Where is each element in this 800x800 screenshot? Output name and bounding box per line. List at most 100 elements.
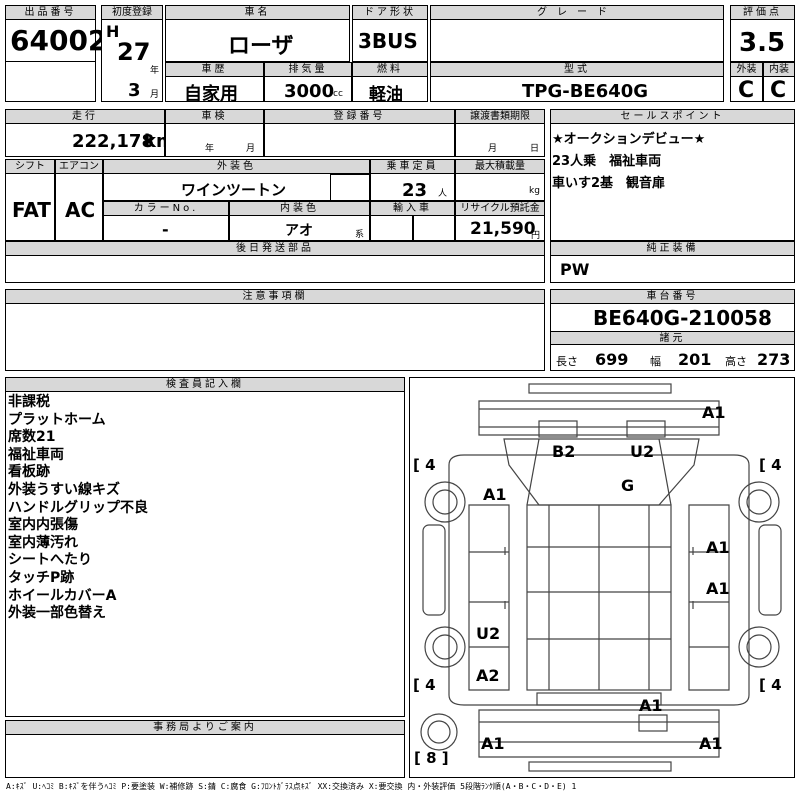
tire-mark-rear-left: [ 4 xyxy=(413,676,436,694)
inspector-note: 室内内張傷 xyxy=(8,517,78,534)
era: H xyxy=(106,22,120,41)
vehicle-diagram: [ 4 [ 4 [ 4 [ 4 [ 8 ] A1 B2 U2 G A1 A1 A… xyxy=(413,383,782,772)
first-reg-cell xyxy=(101,5,163,102)
damage-mark: U2 xyxy=(630,442,654,461)
vehicle-diagram-frame xyxy=(409,377,795,778)
damage-mark: A2 xyxy=(476,666,500,685)
first-reg-header: 初度登録 xyxy=(101,5,163,20)
damage-mark: A1 xyxy=(481,734,505,753)
score: 3.5 xyxy=(739,28,786,58)
damage-mark: A1 xyxy=(699,734,723,753)
mileage: 222,178 xyxy=(72,131,154,152)
import-sub-box xyxy=(412,216,414,241)
inspector-note: 席数21 xyxy=(8,429,56,446)
length: 699 xyxy=(595,350,629,369)
width: 201 xyxy=(678,350,712,369)
inspector-note: 看板跡 xyxy=(8,464,50,481)
inspector-note: 室内薄汚れ xyxy=(8,534,78,551)
damage-mark: B2 xyxy=(552,442,575,461)
lot-lower-box xyxy=(5,61,96,102)
inspector-note: タッチP跡 xyxy=(8,569,75,586)
max-load-header: 最大積載量 xyxy=(455,159,545,174)
score-header: 評価点 xyxy=(730,5,795,20)
inspection-month-unit: 月 xyxy=(246,144,256,154)
inspector-cell xyxy=(5,377,405,717)
damage-legend: A:ｷｽﾞ U:ﾍｺﾐ B:ｷｽﾞを伴うﾍｺﾐ P:要塗装 W:補修跡 S:錆 … xyxy=(6,782,577,791)
int-color: アオ xyxy=(285,223,313,239)
car-name-header: 車名 xyxy=(165,5,350,20)
chassis-header: 車台番号 xyxy=(550,289,795,304)
interior-header: 内装 xyxy=(763,62,795,77)
cc-unit: cc xyxy=(333,89,343,99)
inspector-note: 外装一部色替え xyxy=(8,605,106,622)
damage-mark: A1 xyxy=(706,579,730,598)
kg-unit: kg xyxy=(529,186,540,196)
lot-number: 64002 xyxy=(10,24,108,57)
exterior-grade: C xyxy=(738,78,755,103)
ext-color-sub-box xyxy=(330,174,370,201)
inspector-notes: 非課税 プラットホーム 席数21 福祉車両 看板跡 外装うすい線キズ ハンドルグ… xyxy=(8,394,148,623)
yen-unit: 円 xyxy=(531,231,541,241)
shift-header: シフト xyxy=(5,159,55,174)
ext-color: ワインツートン xyxy=(181,181,287,199)
reg-no-header: 登録番号 xyxy=(264,109,455,124)
damage-mark: A1 xyxy=(702,403,726,422)
aircon: AC xyxy=(65,198,96,222)
inspector-note: ハンドルグリップ不良 xyxy=(8,499,148,516)
tire-mark-rear-right: [ 4 xyxy=(759,676,782,694)
recycle-header: リサイクル預託金 xyxy=(455,201,545,216)
door-type: 3BUS xyxy=(358,29,418,53)
ext-color-header: 外装色 xyxy=(103,159,370,174)
displacement: 3000 xyxy=(284,81,335,102)
exterior-header: 外装 xyxy=(730,62,763,77)
specs-header: 諸元 xyxy=(550,331,795,345)
inspector-header: 検査員記入欄 xyxy=(5,377,405,392)
transfer-header: 譲渡書類期限 xyxy=(455,109,545,124)
sales-point-item: 23人乗 福祉車両 xyxy=(552,154,662,169)
int-color-header: 内装色 xyxy=(229,201,370,216)
import-header: 輸入車 xyxy=(370,201,455,216)
length-label: 長さ xyxy=(556,355,578,368)
damage-mark: G xyxy=(621,476,634,495)
chassis-number: BE640G-210058 xyxy=(593,306,772,330)
grade-header: グレード xyxy=(430,5,724,20)
person-unit: 人 xyxy=(438,189,448,199)
shift: FAT xyxy=(12,198,51,222)
inspection-year-unit: 年 xyxy=(205,144,215,154)
damage-mark: A1 xyxy=(706,538,730,557)
office-header: 事務局よりご案内 xyxy=(5,720,405,735)
inspector-note: プラットホーム xyxy=(8,411,106,428)
damage-mark: A1 xyxy=(639,696,663,715)
sales-point-cell xyxy=(550,109,795,241)
transfer-month-unit: 月 xyxy=(488,144,498,154)
year-unit: 年 xyxy=(150,66,160,76)
inspector-note: 外装うすい線キズ xyxy=(8,481,120,498)
kei-unit: 系 xyxy=(355,230,365,240)
capacity: 23 xyxy=(402,180,428,201)
caution-header: 注意事項欄 xyxy=(5,289,545,304)
tire-mark-front-left: [ 4 xyxy=(413,456,436,474)
car-name: ローザ xyxy=(228,34,294,59)
model-header: 型式 xyxy=(430,62,724,77)
sales-point-item: 車いす2基 観音扉 xyxy=(552,176,666,191)
inspector-note: 福祉車両 xyxy=(8,446,64,463)
aircon-header: エアコン xyxy=(55,159,103,174)
color-no: - xyxy=(162,220,169,239)
damage-mark: U2 xyxy=(476,624,500,643)
first-reg-year: 27 xyxy=(117,38,151,66)
month-unit: 月 xyxy=(150,90,160,100)
sales-point-header: セールスポイント xyxy=(550,109,795,124)
height-label: 高さ xyxy=(725,355,747,368)
width-label: 幅 xyxy=(650,355,661,368)
door-header: ドア形状 xyxy=(352,5,428,20)
later-parts-header: 後日発送部品 xyxy=(5,241,545,256)
interior-grade: C xyxy=(770,78,787,103)
mileage-header: 走行 xyxy=(5,109,165,124)
color-no-header: カラーNo. xyxy=(103,201,229,216)
sales-point-item: ★オークションデビュー★ xyxy=(552,132,706,147)
history-header: 車歴 xyxy=(165,62,264,77)
lot-header: 出品番号 xyxy=(5,5,96,20)
inspection-header: 車検 xyxy=(165,109,264,124)
damage-mark: A1 xyxy=(483,485,507,504)
capacity-header: 乗車定員 xyxy=(370,159,455,174)
